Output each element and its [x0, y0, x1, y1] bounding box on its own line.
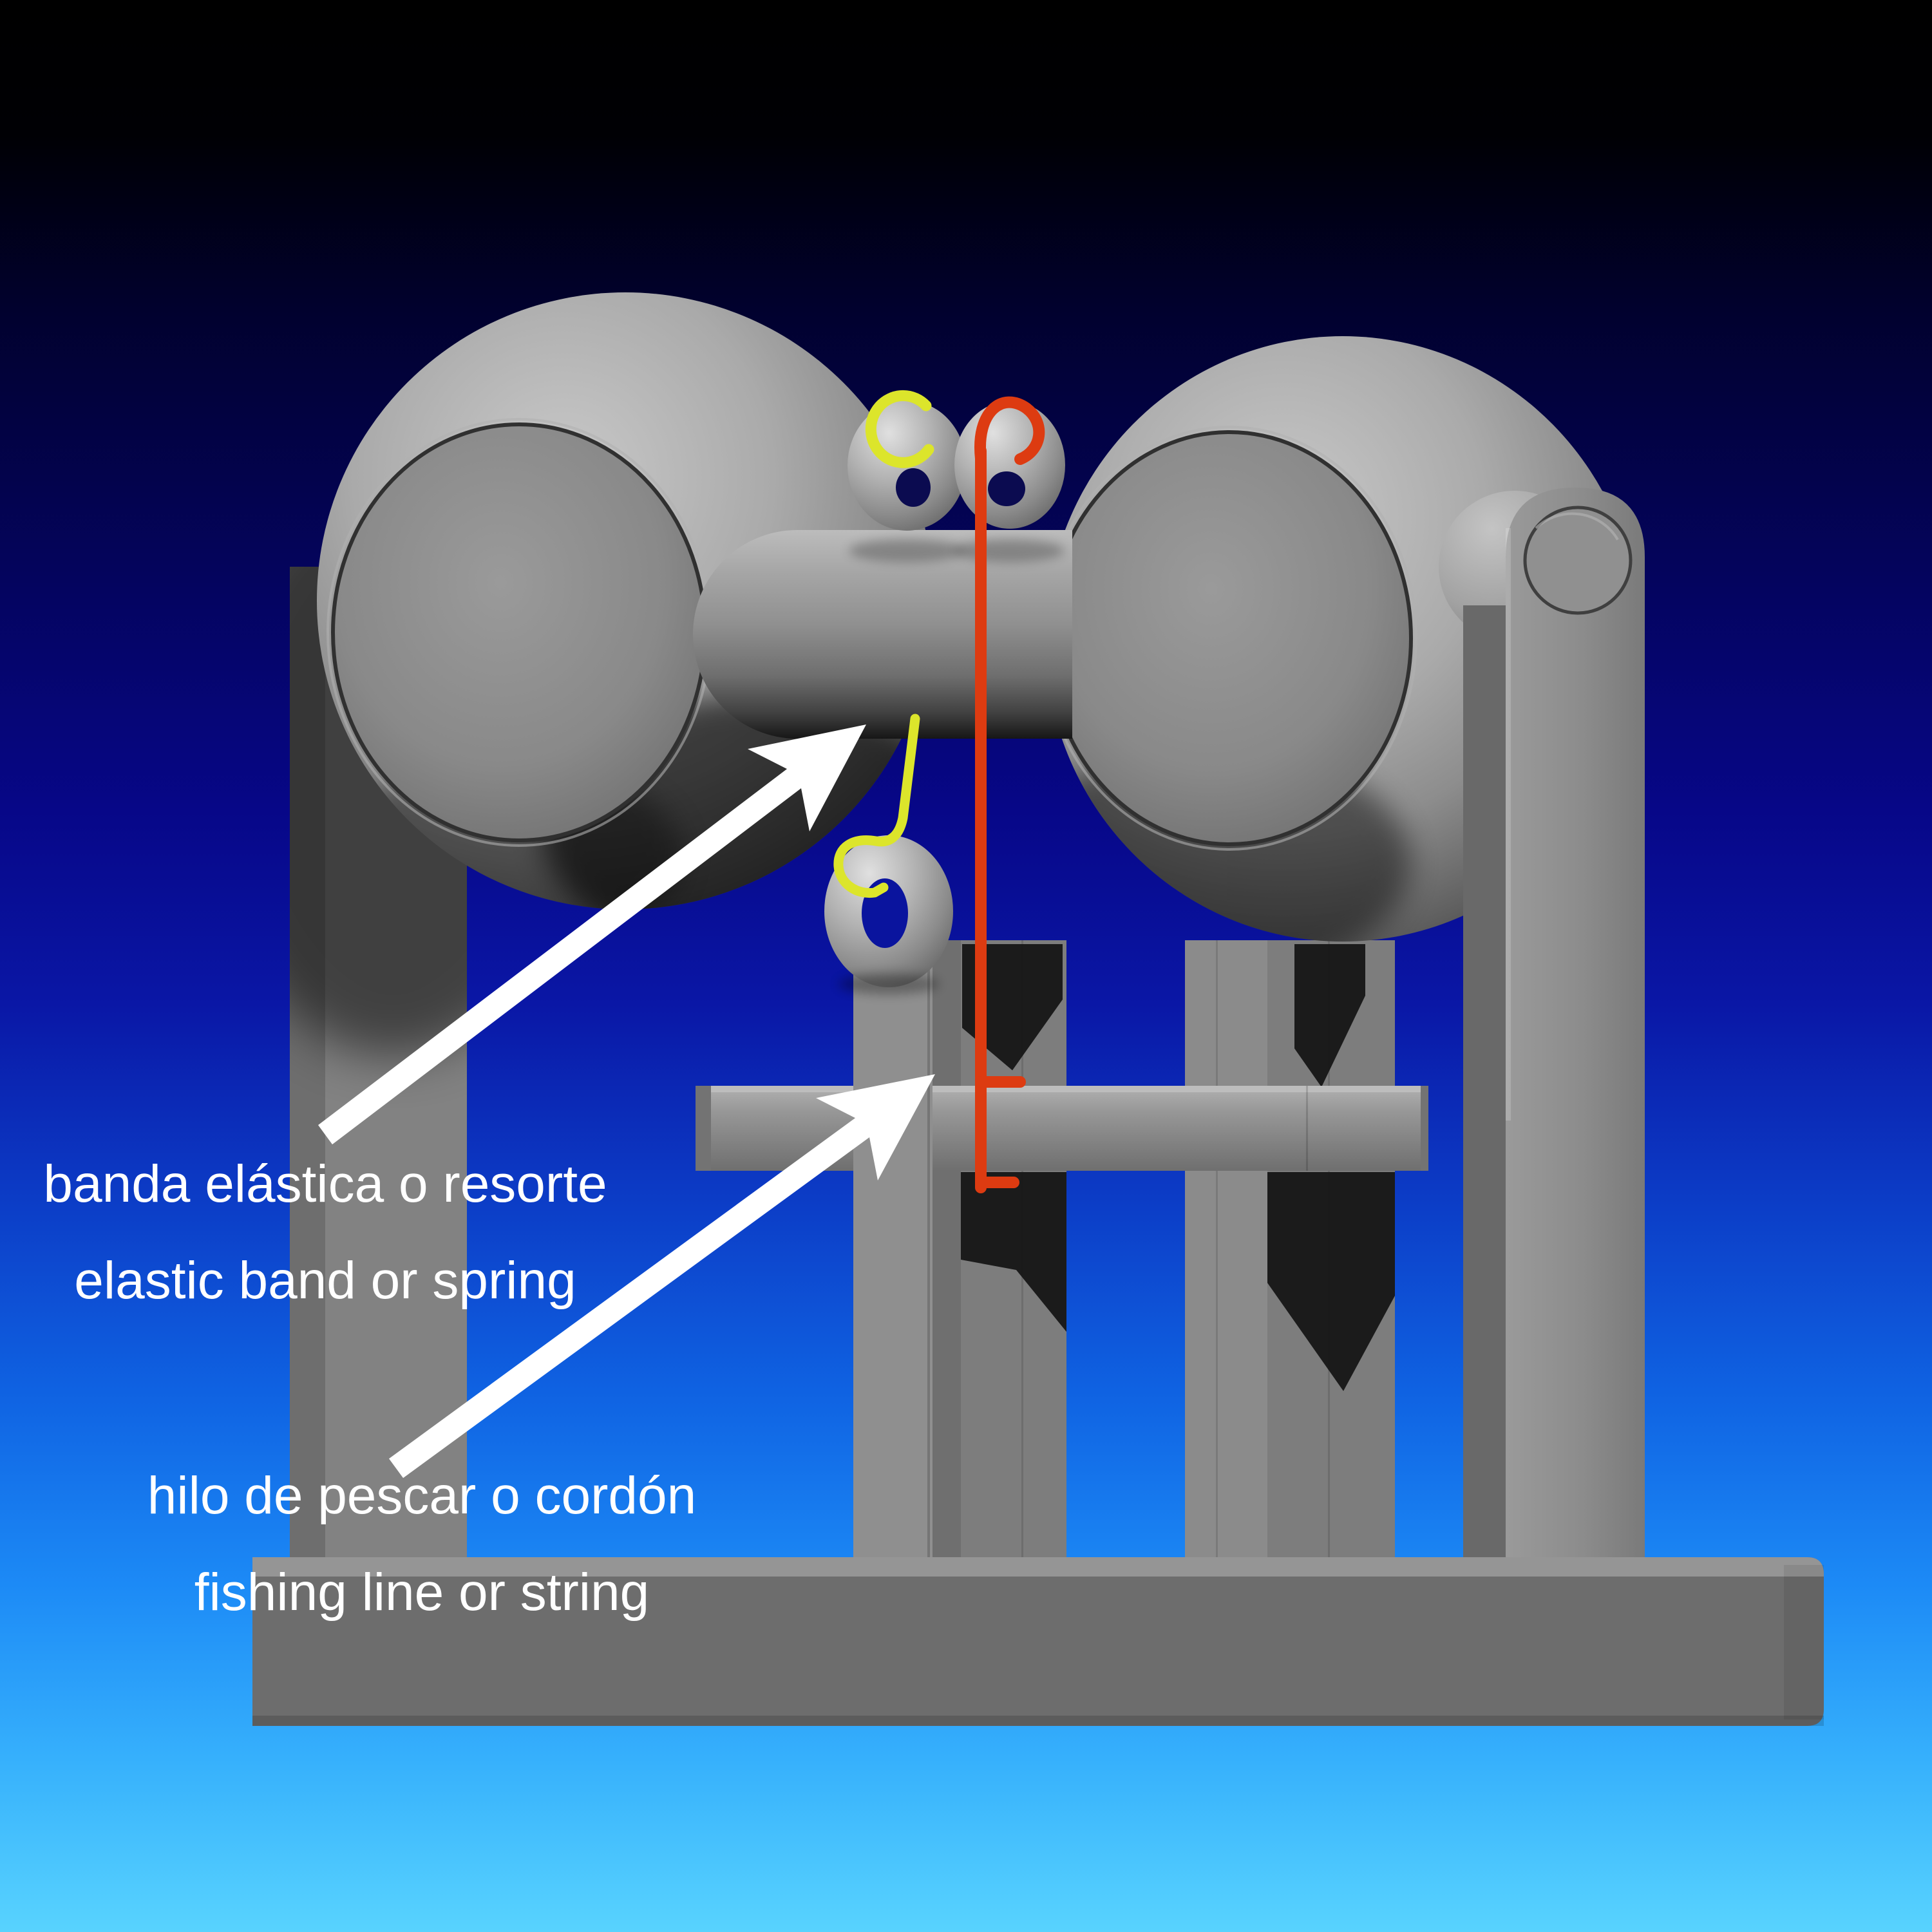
- label-fishing-en: fishing line or string: [194, 1563, 649, 1622]
- label-fishing-es: hilo de pescar o cordón: [147, 1466, 696, 1525]
- elastic-band-hook: [865, 390, 934, 468]
- fishing-line: [974, 396, 1045, 1193]
- elastic-band-strand: [833, 714, 920, 898]
- pivot-cap: [1523, 506, 1633, 615]
- annotation-elastic-band: banda elástica o resorte elastic band or…: [43, 1155, 607, 1310]
- fishing-line-hook: [974, 396, 1045, 465]
- arrow-fishing-line: [389, 1074, 935, 1478]
- column-shadow: [1294, 944, 1365, 1087]
- label-elastic-es: banda elástica o resorte: [43, 1155, 607, 1213]
- front-left-column: [853, 940, 933, 1557]
- label-elastic-en: elastic band or spring: [74, 1251, 576, 1310]
- elastic-band: [833, 390, 934, 898]
- column-shadow: [961, 1172, 1066, 1332]
- axle-cylinder: [693, 530, 1072, 739]
- column-shadow: [1267, 1172, 1395, 1391]
- right-stand-post: [1506, 488, 1645, 1557]
- annotation-fishing-line: hilo de pescar o cordón fishing line or …: [147, 1466, 696, 1622]
- column-shadow: [962, 944, 1063, 1070]
- right-sphere-face-disc: [1046, 430, 1413, 846]
- left-sphere-face-disc: [331, 422, 707, 842]
- arrow-elastic-band: [318, 724, 866, 1144]
- base-plate: [252, 1557, 1824, 1726]
- right-stand: [1439, 488, 1645, 1557]
